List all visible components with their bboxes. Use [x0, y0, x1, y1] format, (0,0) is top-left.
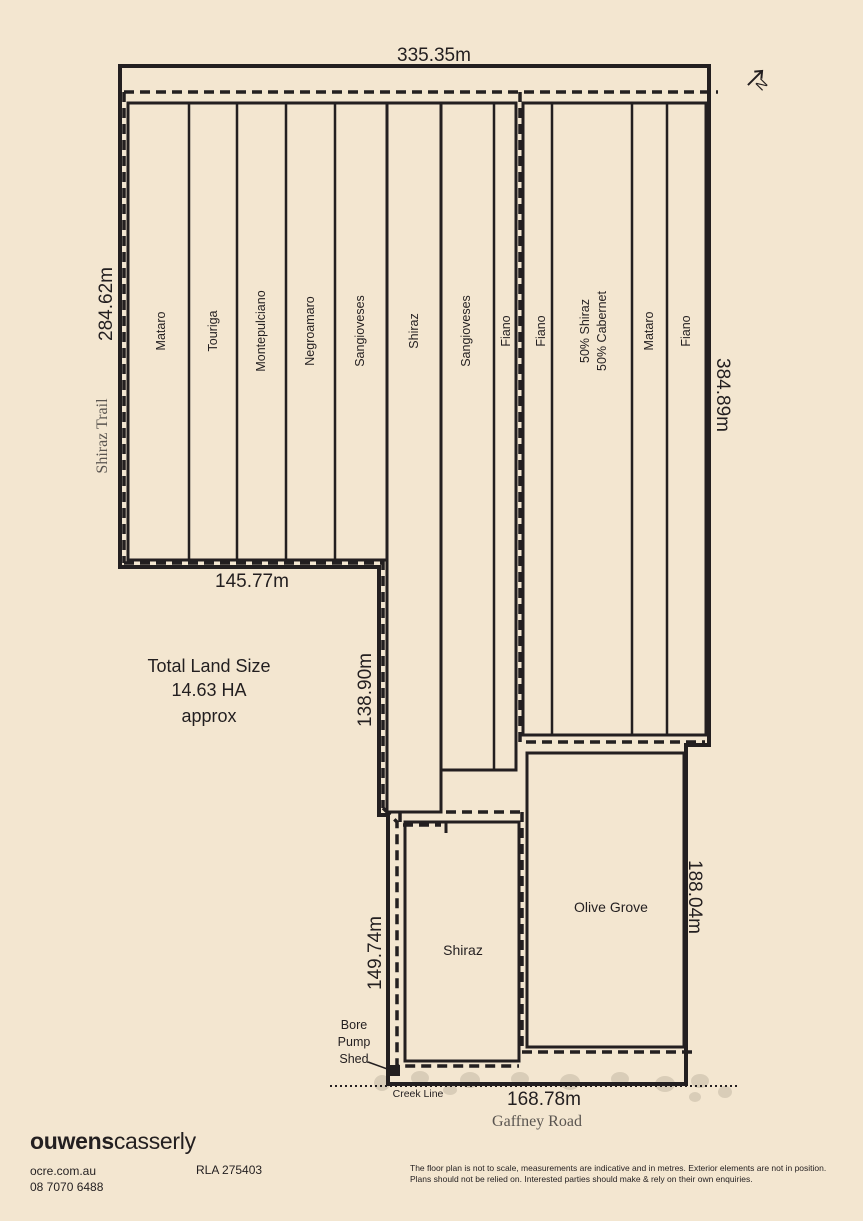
- dim-mid-horizontal: 145.77m: [215, 571, 289, 592]
- shiraz-column: [385, 101, 443, 814]
- row-label: Montepulciano: [254, 290, 268, 371]
- row-label: Sangioveses: [459, 295, 473, 367]
- dim-left: 284.62m: [96, 267, 117, 341]
- row-label: 50% Shiraz: [578, 299, 592, 363]
- bore-label-3: Shed: [339, 1052, 368, 1066]
- phone-number[interactable]: 08 7070 6488: [30, 1180, 104, 1194]
- shiraz-lower-label: Shiraz: [443, 942, 483, 958]
- road-bottom-label: Gaffney Road: [492, 1113, 582, 1130]
- dim-right-upper: 384.89m: [712, 358, 733, 432]
- row-label: Shiraz: [407, 313, 421, 348]
- property-boundary: [118, 64, 711, 1086]
- row-label: Sangioveses: [353, 295, 367, 367]
- row-label: Mataro: [154, 312, 168, 351]
- sangio-fiano-block: [439, 101, 518, 772]
- row-label: Negroamaro: [303, 296, 317, 366]
- olive-grove-label: Olive Grove: [574, 899, 648, 915]
- brand-bold: ouwens: [30, 1128, 114, 1154]
- row-label: Touriga: [206, 310, 220, 351]
- row-label: Fiano: [534, 315, 548, 346]
- right-upper-block: [521, 101, 708, 737]
- olive-grove-block: [525, 751, 686, 1049]
- bore-label-2: Pump: [338, 1035, 371, 1049]
- row-label: Fiano: [499, 315, 513, 346]
- dim-bottom: 168.78m: [507, 1089, 581, 1110]
- dim-mid-vertical: 138.90m: [355, 653, 376, 727]
- north-arrow-icon: N: [747, 69, 771, 94]
- lower-shiraz-block: [403, 820, 521, 1063]
- dim-lower-left: 149.74m: [365, 916, 386, 990]
- website-link[interactable]: ocre.com.au: [30, 1164, 97, 1178]
- land-size-line2: 14.63 HA: [171, 680, 246, 700]
- road-left-label: Shiraz Trail: [94, 398, 111, 474]
- land-size-line1: Total Land Size: [147, 656, 270, 676]
- row-label-2: 50% Cabernet: [595, 291, 609, 371]
- dim-top: 335.35m: [397, 45, 471, 66]
- bore-leader-line: [367, 1061, 391, 1071]
- bore-pump-shed: [389, 1065, 400, 1076]
- bore-label-1: Bore: [341, 1018, 367, 1032]
- land-size-line3: approx: [181, 706, 236, 726]
- tracks: [122, 90, 718, 1068]
- row-label: Fiano: [679, 315, 693, 346]
- dim-right-lower: 188.04m: [684, 860, 705, 934]
- creek-label: Creek Line: [393, 1088, 444, 1100]
- brand-regular: casserly: [113, 1128, 196, 1154]
- brand-logo: ouwenscasserly: [30, 1128, 196, 1155]
- row-label: Mataro: [642, 312, 656, 351]
- disclaimer-text: The floor plan is not to scale, measurem…: [410, 1163, 827, 1184]
- rla-number: RLA 275403: [196, 1163, 263, 1177]
- contact-info: ocre.com.au 08 7070 6488: [30, 1163, 103, 1195]
